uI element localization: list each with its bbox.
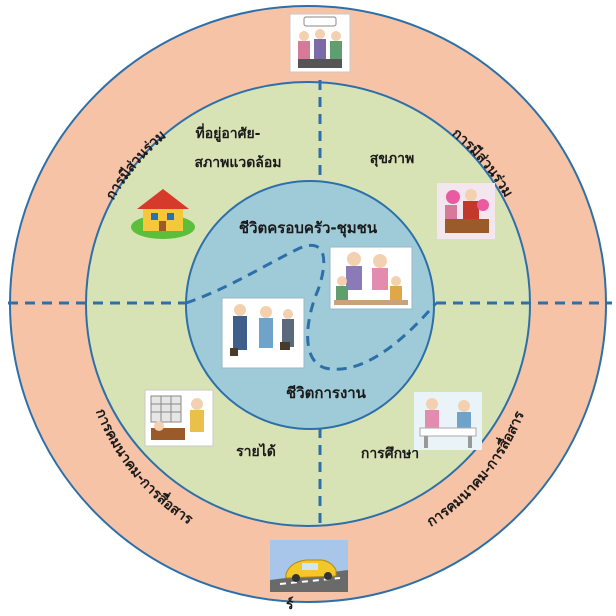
- housing-label-line1: ที่อยู่อาศัย-: [195, 123, 260, 142]
- center-bottom-label: ชีวิตการงาน: [286, 384, 367, 402]
- business-people-illustration: [221, 297, 305, 369]
- income-label: รายได้: [236, 442, 276, 460]
- center-top-label: ชีวิตครอบครัว-ชุมชน: [239, 219, 378, 238]
- people-group-illustration: [289, 13, 351, 73]
- health-label: สุขภาพ: [370, 151, 414, 167]
- center-divider-curve: [185, 244, 438, 371]
- office-work-illustration: [144, 389, 214, 447]
- house-illustration: [131, 189, 195, 239]
- car-road-illustration: [270, 540, 348, 592]
- students-studying-illustration: [414, 392, 482, 450]
- housing-label-line2: สภาพแวดล้อม: [194, 155, 281, 171]
- family-illustration: [329, 246, 413, 310]
- cut-off-bottom-text: ร์: [286, 597, 294, 613]
- ring-dividers: [8, 80, 612, 528]
- education-label: การศึกษา: [361, 445, 419, 462]
- family-care-illustration: [437, 183, 495, 239]
